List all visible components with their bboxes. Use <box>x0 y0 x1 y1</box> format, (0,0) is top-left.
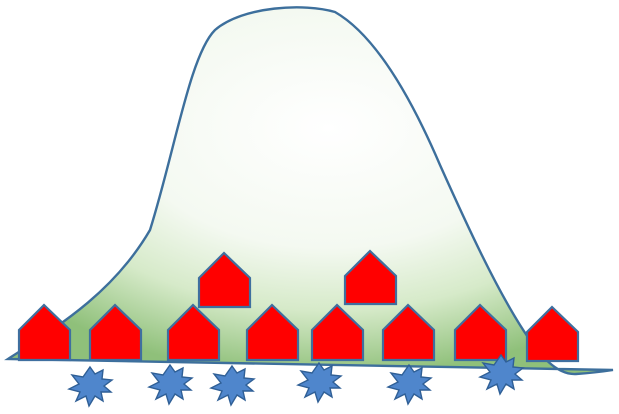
house-shape <box>525 305 580 363</box>
house-shape <box>245 303 300 362</box>
burst-icon <box>209 364 256 407</box>
house-shape <box>17 303 72 362</box>
house-shape <box>88 303 143 362</box>
house-shape <box>381 303 436 362</box>
house-shape <box>343 249 398 306</box>
burst-icon <box>386 363 433 406</box>
house-shape <box>310 303 365 362</box>
burst-icon <box>296 361 343 404</box>
lower-houses <box>17 303 580 363</box>
house-shape <box>166 303 221 362</box>
house-shape <box>197 251 252 309</box>
upper-houses <box>197 249 398 309</box>
bursts <box>67 353 525 408</box>
burst-icon <box>67 365 114 408</box>
burst-icon <box>478 353 525 396</box>
burst-icon <box>147 363 194 406</box>
bell-curve-shape <box>4 6 614 376</box>
house-shape <box>453 303 508 362</box>
